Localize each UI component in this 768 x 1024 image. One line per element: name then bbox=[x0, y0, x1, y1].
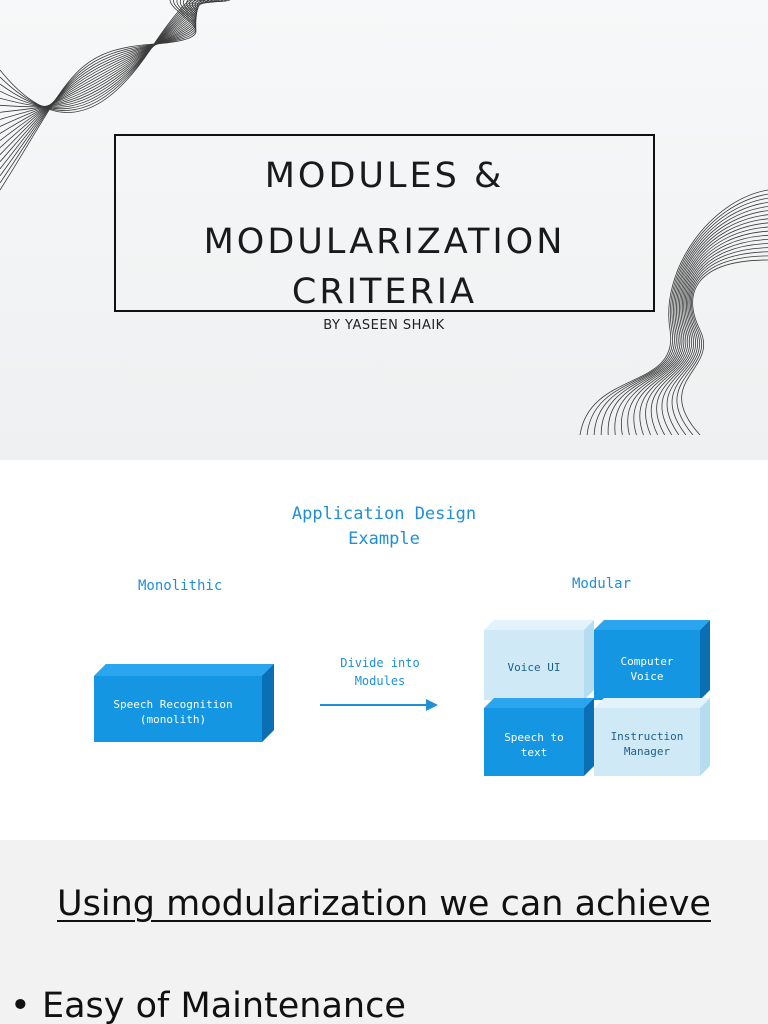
benefits-slide: Using modularization we can achieve • Eas… bbox=[0, 840, 768, 1024]
divide-into-modules-label: Divide into Modules bbox=[320, 654, 440, 690]
wave-lines-bottom-right bbox=[579, 189, 768, 435]
monolith-block-label: Speech Recognition (monolith) bbox=[100, 697, 246, 727]
right-arrow-icon bbox=[320, 699, 438, 711]
wave-line bbox=[681, 259, 768, 435]
module-instruction-manager-line-1: Instruction bbox=[610, 730, 684, 743]
wave-line bbox=[661, 243, 768, 435]
wave-line bbox=[645, 230, 768, 435]
module-label-instruction-manager: Instruction Manager bbox=[594, 729, 700, 759]
title-slide: MODULES & MODULARIZATION CRITERIA BY YAS… bbox=[0, 0, 768, 460]
wave-line bbox=[639, 226, 768, 435]
modular-label: Modular bbox=[572, 576, 632, 592]
title-line-1: MODULES & bbox=[264, 156, 505, 196]
wave-line bbox=[579, 189, 768, 435]
module-label-computer-voice: Computer Voice bbox=[594, 654, 700, 684]
wave-line bbox=[650, 234, 768, 435]
wave-line bbox=[627, 218, 768, 435]
arrow-label-line-1: Divide into bbox=[340, 656, 420, 670]
diagram-title-line-2: Example bbox=[348, 529, 420, 549]
module-block-speech-to-text bbox=[484, 698, 594, 776]
wave-line bbox=[633, 222, 768, 435]
module-block-computer-voice bbox=[594, 620, 710, 700]
author-byline: BY YASEEN SHAIK bbox=[323, 318, 445, 333]
wave-line bbox=[666, 247, 768, 435]
wave-line bbox=[600, 201, 768, 435]
module-label-voice-ui: Voice UI bbox=[484, 660, 584, 675]
module-voice-ui-line-1: Voice UI bbox=[507, 661, 561, 674]
title-line-3: CRITERIA bbox=[291, 272, 478, 312]
wave-line bbox=[0, 0, 197, 184]
wave-line bbox=[0, 0, 197, 148]
monolith-label-line-2: (monolith) bbox=[139, 713, 207, 726]
module-block-instruction-manager bbox=[594, 698, 710, 776]
wave-line bbox=[676, 255, 768, 435]
diagram-title: Application Design Example bbox=[234, 502, 534, 552]
wave-line bbox=[0, 0, 197, 191]
module-computer-voice-line-1: Computer bbox=[620, 655, 674, 668]
arrow-label-line-2: Modules bbox=[354, 674, 406, 688]
module-label-speech-to-text: Speech to text bbox=[484, 730, 584, 760]
wave-line bbox=[671, 251, 768, 435]
application-design-slide: Application Design Example Monolithic Mo… bbox=[0, 460, 768, 840]
benefits-heading: Using modularization we can achieve bbox=[57, 884, 711, 924]
bullet-dot-icon: • bbox=[10, 986, 31, 1024]
wave-line bbox=[607, 206, 768, 435]
wave-line bbox=[586, 193, 768, 435]
wave-line bbox=[593, 197, 768, 435]
wave-line bbox=[614, 210, 768, 435]
monolith-label-line-1: Speech Recognition bbox=[113, 698, 233, 711]
wave-line bbox=[620, 214, 768, 435]
diagram-title-line-1: Application Design bbox=[291, 504, 477, 524]
title-line-2: MODULARIZATION bbox=[203, 222, 566, 262]
module-computer-voice-line-2: Voice bbox=[630, 670, 664, 683]
wave-lines-top-left bbox=[0, 0, 231, 191]
module-speech-to-text-line-2: text bbox=[520, 746, 548, 759]
module-block-voice-ui bbox=[484, 620, 594, 700]
module-instruction-manager-line-2: Manager bbox=[623, 745, 671, 758]
monolithic-label: Monolithic bbox=[138, 578, 223, 594]
bullet-text: Easy of Maintenance bbox=[42, 986, 406, 1024]
monolith-block bbox=[94, 664, 274, 742]
module-speech-to-text-line-1: Speech to bbox=[504, 731, 564, 744]
wave-line bbox=[656, 239, 768, 435]
bullet-item: • Easy of Maintenance bbox=[10, 986, 406, 1024]
title-frame: MODULES & MODULARIZATION CRITERIA bbox=[114, 134, 655, 312]
